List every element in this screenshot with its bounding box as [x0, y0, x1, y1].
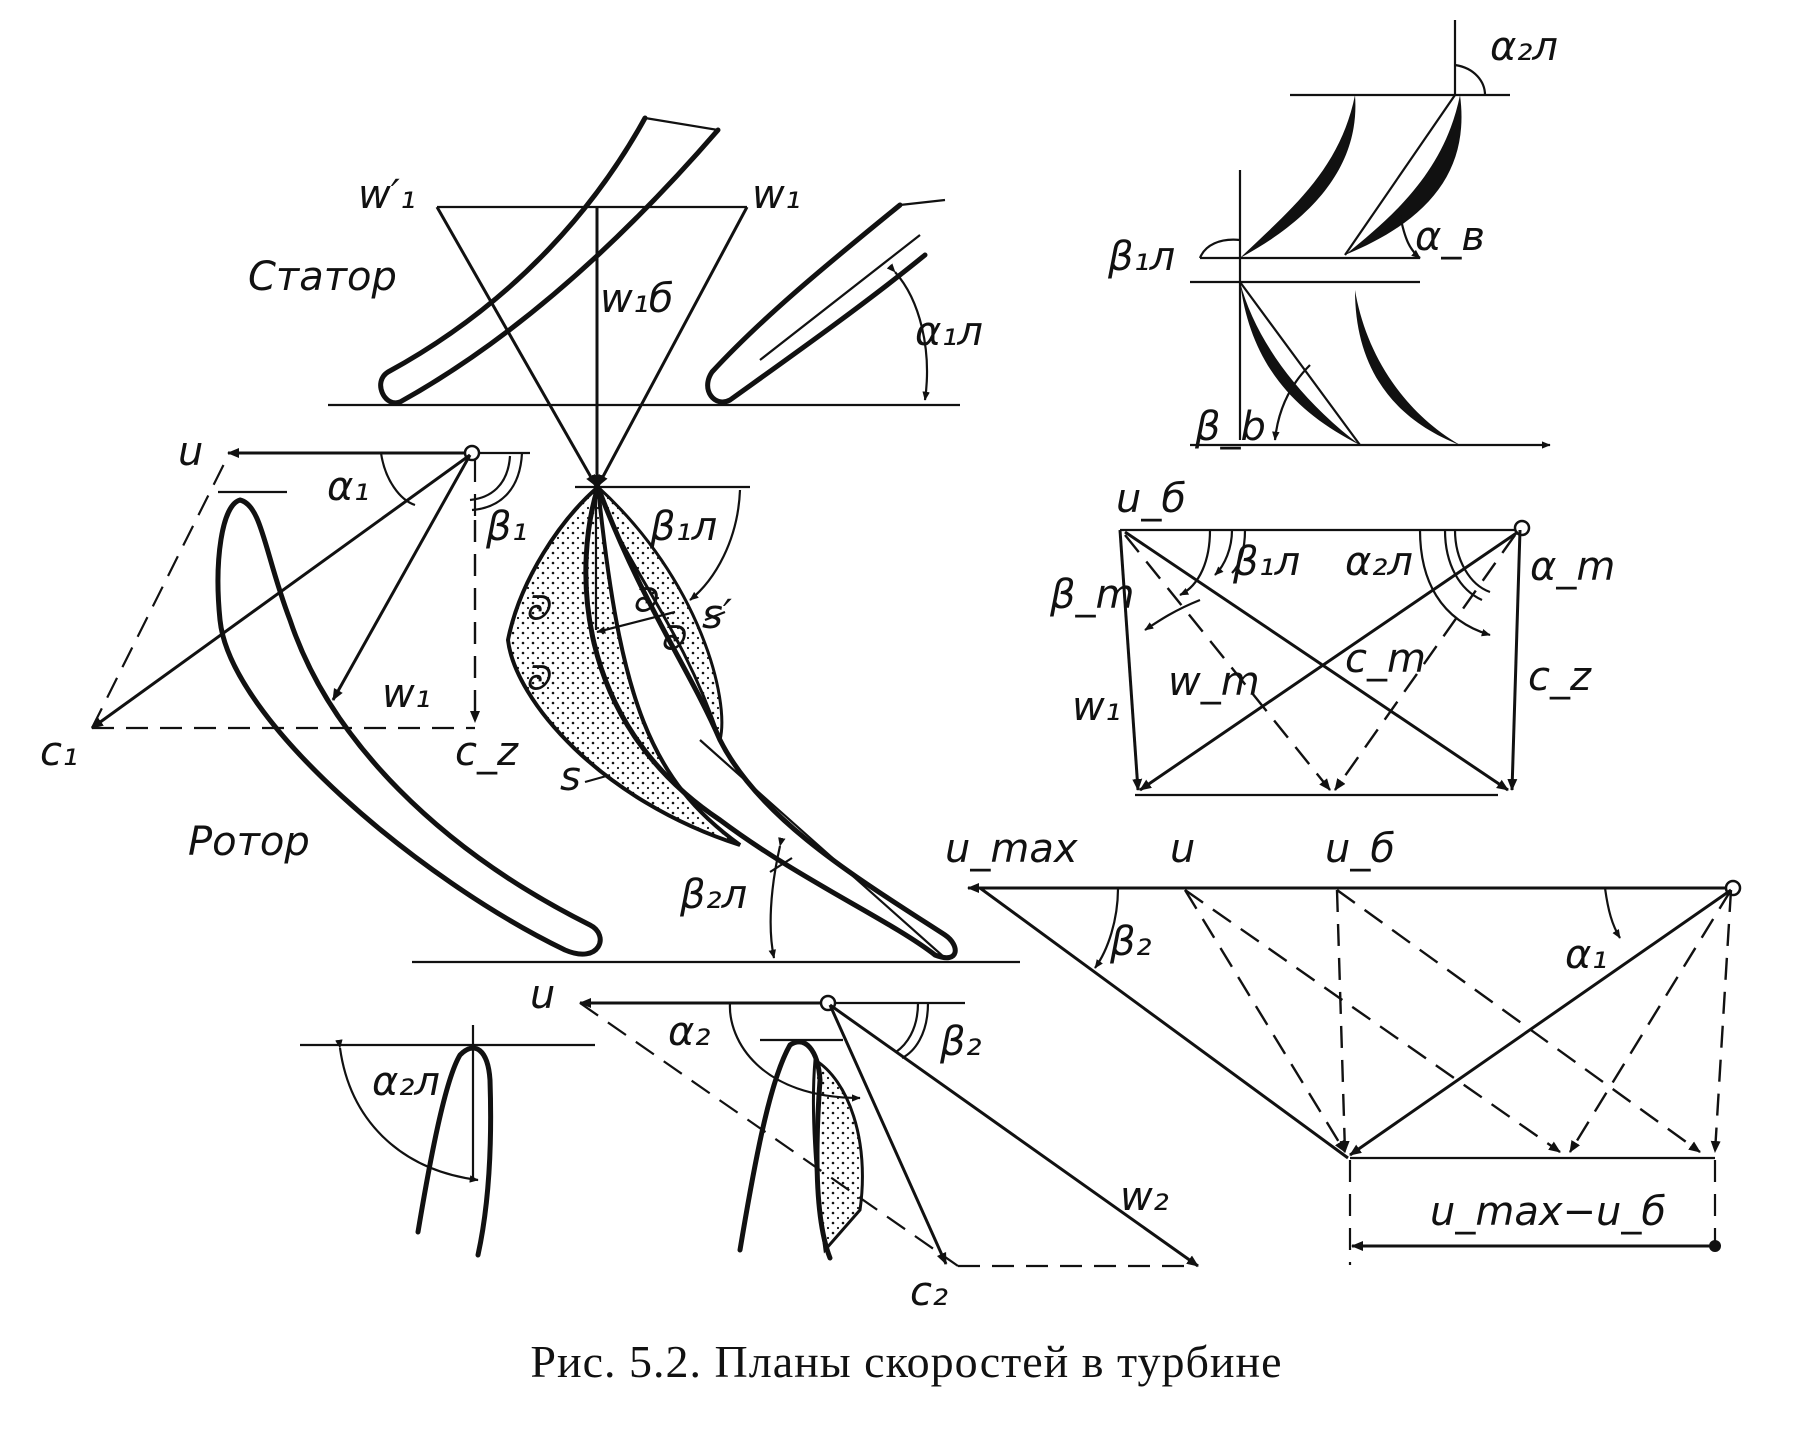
label-stator: Статор [248, 254, 397, 300]
label-w2: w₂ [1120, 1174, 1169, 1220]
label-beta1: β₁ [485, 504, 528, 550]
stator-group [328, 115, 960, 487]
outlet-blade-wake [811, 1057, 864, 1254]
stator-blade-left [378, 115, 721, 406]
label-alpha-v: α_в [1415, 214, 1485, 260]
stator-blade-right [705, 202, 928, 405]
label-s: s [560, 754, 581, 800]
blade-row-group [1190, 20, 1551, 449]
label-alpha2: α₂ [668, 1009, 710, 1055]
outlet-blade [737, 1039, 833, 1261]
blade-upper-right [1345, 95, 1462, 255]
label-c1: c₁ [40, 729, 78, 775]
label-alpha-m: α_m [1530, 544, 1615, 590]
label-alpha2l-top: α₂л [1490, 24, 1558, 70]
label-c2: c₂ [910, 1269, 948, 1315]
label-beta2l: β₂л [679, 872, 747, 918]
label-u-b-bottom: u_б [1325, 826, 1395, 872]
label-s-prime: s′ [702, 592, 732, 638]
blade-upper-left [1240, 95, 1356, 258]
label-alpha1l: α₁л [915, 309, 983, 355]
svg-text:ᘐ: ᘐ [660, 619, 686, 659]
label-umax-minus-ub: u_max−u_б [1430, 1189, 1666, 1235]
label-c-m: c_m [1345, 636, 1426, 682]
label-cz-mid: c_z [1528, 654, 1592, 700]
label-beta2-right: β₂ [1109, 919, 1152, 965]
label-beta1l-top: β₁л [1107, 234, 1175, 280]
label-w1-prime: w′₁ [358, 172, 416, 218]
label-w1-top: w₁ [752, 172, 801, 218]
label-alpha1-left: α₁ [327, 464, 369, 510]
alpha1l-arc [886, 263, 930, 401]
variation-diagram-group [967, 879, 1742, 1265]
label-alpha2l-bottom: α₂л [372, 1059, 440, 1105]
label-u-right: u [1170, 826, 1195, 872]
label-beta-b: β_b [1194, 404, 1266, 450]
stator-blade-right-top [899, 198, 946, 207]
rotor-blade-mid [583, 484, 958, 961]
blade-lower-right [1355, 290, 1460, 445]
svg-text:ᘐ: ᘐ [525, 589, 551, 629]
label-beta-m: β_m [1049, 572, 1135, 618]
label-w-m: w_m [1168, 659, 1260, 705]
label-beta2-bottom: β₂ [939, 1019, 982, 1065]
label-alpha1-right: α₁ [1565, 932, 1607, 978]
label-u-bottom: u [530, 972, 555, 1018]
outlet-group [300, 994, 1199, 1268]
label-w1-mid: w₁ [1072, 684, 1121, 730]
svg-text:ᘐ: ᘐ [632, 581, 658, 621]
label-w1b: w₁б [600, 276, 673, 322]
label-beta1l-rotor: β₁л [649, 504, 717, 550]
label-u-b-mid: u_б [1116, 476, 1186, 522]
label-beta1l-mid: β₁л [1232, 539, 1300, 585]
labels-group: Статор Ротор w′₁ w₁ w₁б α₁л u α₁ β₁ c₁ w… [40, 24, 1666, 1315]
rotor-blade-pressure-zone [505, 482, 742, 847]
svg-text:ᘐ: ᘐ [525, 659, 551, 699]
label-rotor: Ротор [188, 819, 310, 865]
rotor-blade-left [215, 497, 603, 957]
label-cz-left: c_z [455, 729, 519, 775]
label-alpha2l-mid: α₂л [1345, 539, 1413, 585]
label-u-top: u [178, 429, 203, 475]
figure-caption: Рис. 5.2. Планы скоростей в турбине [530, 1336, 1283, 1387]
mean-diagram-group [1118, 519, 1531, 797]
rotor-group: ᘐ ᘐ ᘐ ᘐ [91, 444, 1020, 964]
label-w1-rotor: w₁ [382, 671, 431, 717]
stator-blade-left-top [644, 116, 719, 132]
label-u-max: u_max [945, 826, 1078, 872]
